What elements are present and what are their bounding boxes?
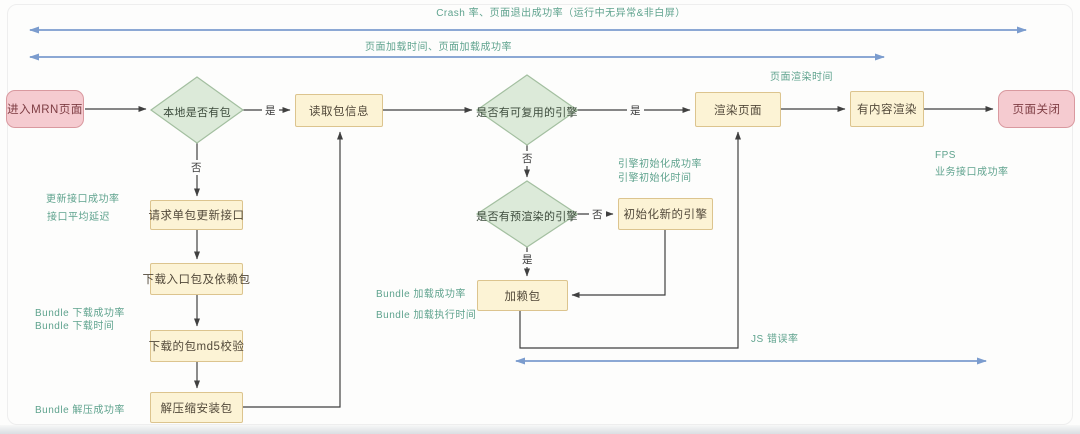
edge-load-to-render (519, 131, 741, 349)
metric-page-load: 页面加载时间、页面加载成功率 (365, 42, 512, 53)
edge-label-local-yes: 是 (262, 103, 279, 118)
node-md5-check: 下载的包md5校验 (149, 330, 244, 362)
node-init-new-engine: 初始化新的引擎 (618, 198, 713, 230)
metric-bundle-download-success: Bundle 下载成功率 (35, 308, 125, 319)
edge-init-to-load (571, 230, 666, 298)
metric-fps: FPS (935, 150, 956, 161)
metric-api-avg-delay: 接口平均延迟 (47, 212, 110, 223)
node-request-single-update: 请求单包更新接口 (149, 200, 244, 230)
metric-bundle-unzip-success: Bundle 解压成功率 (35, 405, 125, 416)
metric-biz-api-success: 业务接口成功率 (935, 167, 1009, 178)
diamond-has-reusable-engine (475, 74, 579, 146)
metric-bundle-load-success: Bundle 加载成功率 (376, 289, 466, 300)
label-has-prerendered-engine: 是否有预渲染的引擎 (476, 211, 578, 223)
node-unzip-install: 解压缩安装包 (150, 392, 243, 423)
metric-update-api-success: 更新接口成功率 (46, 194, 120, 205)
label-has-local-package: 本地是否有包 (163, 107, 231, 119)
metric-engine-init-time: 引擎初始化时间 (618, 173, 692, 184)
metric-bundle-download-time: Bundle 下载时间 (35, 321, 115, 332)
edge-label-prerendered-no: 否 (589, 207, 606, 222)
diamond-has-local-package (149, 76, 245, 144)
metric-js-error-rate: JS 错误率 (751, 334, 799, 345)
metric-crash-exit-rate: Crash 率、页面退出成功率（运行中无异常&非白屏） (436, 8, 686, 19)
node-page-closed: 页面关闭 (998, 90, 1075, 128)
node-render-page: 渲染页面 (695, 92, 781, 127)
edge-label-local-no: 否 (188, 160, 205, 175)
edge-label-reusable-yes: 是 (627, 103, 644, 118)
edge-label-reusable-no: 否 (519, 151, 536, 166)
node-start: 进入MRN页面 (6, 90, 84, 128)
diamond-has-prerendered-engine (475, 180, 579, 248)
node-read-package-info: 读取包信息 (295, 94, 383, 127)
metric-page-render-time: 页面渲染时间 (770, 72, 833, 83)
bottom-edge-shadow (0, 425, 1080, 434)
label-has-reusable-engine: 是否有可复用的引擎 (476, 107, 578, 119)
edge-unzip-to-readinfo (243, 131, 343, 408)
node-content-rendered: 有内容渲染 (850, 91, 924, 127)
metric-bundle-load-exec-time: Bundle 加载执行时间 (376, 310, 477, 321)
node-download-entry-deps: 下载入口包及依赖包 (143, 263, 250, 295)
edge-label-prerendered-yes: 是 (519, 252, 536, 267)
node-load-package: 加赖包 (477, 280, 568, 311)
metric-engine-init-success: 引擎初始化成功率 (618, 159, 702, 170)
